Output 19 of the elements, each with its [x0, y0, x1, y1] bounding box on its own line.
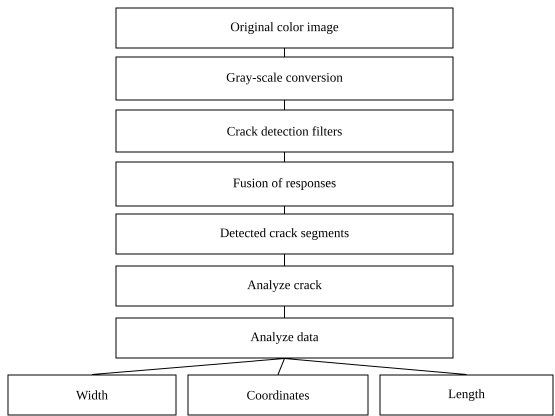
connector-line — [284, 152, 285, 162]
process-box: Length — [380, 374, 554, 416]
connector-line — [284, 100, 285, 110]
connector-line — [92, 358, 285, 375]
process-box: Gray-scale conversion — [116, 56, 454, 100]
process-box: Detected crack segments — [116, 214, 454, 254]
process-box: Analyze crack — [116, 266, 454, 306]
connector-line — [284, 48, 285, 57]
connector-line — [284, 358, 467, 375]
connector-line — [278, 358, 285, 375]
connector-line — [284, 306, 285, 318]
process-box: Original color image — [116, 8, 454, 48]
process-box: Coordinates — [188, 374, 368, 416]
process-box: Crack detection filters — [116, 110, 454, 152]
process-box: Width — [8, 374, 176, 416]
connector-line — [284, 254, 285, 266]
process-box: Fusion of responses — [116, 162, 454, 206]
process-box: Analyze data — [116, 318, 454, 358]
connector-line — [284, 206, 285, 214]
